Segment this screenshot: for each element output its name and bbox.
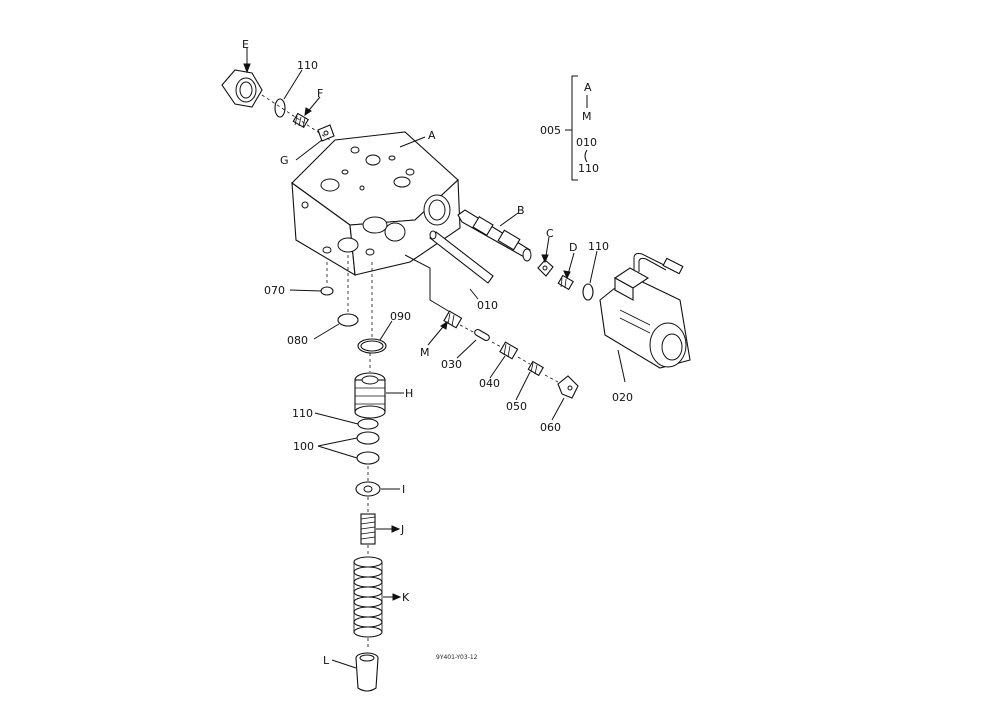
washer-i — [355, 481, 381, 497]
o-ring-110-right — [582, 283, 594, 301]
spring-050 — [527, 360, 544, 377]
plug-e — [221, 69, 263, 108]
valve-h — [354, 372, 386, 419]
rod-010 — [429, 230, 494, 284]
callout-g: G — [280, 154, 289, 167]
pin-g — [317, 124, 335, 142]
callout-l: L — [323, 654, 330, 667]
kit-item-010: 010 — [576, 136, 597, 149]
solenoid-020 — [599, 253, 691, 369]
cup-l — [355, 652, 379, 692]
callout-c: C — [546, 227, 554, 240]
callout-040: 040 — [479, 377, 500, 390]
kit-legend: 005 A M 010 110 — [540, 75, 599, 181]
callout-030: 030 — [441, 358, 462, 371]
callout-080: 080 — [287, 334, 308, 347]
kit-group-label: 005 — [540, 124, 561, 137]
spring-k — [353, 556, 383, 638]
spool-b — [457, 209, 532, 262]
callout-k: K — [402, 591, 410, 604]
cap-060 — [557, 375, 579, 399]
callout-100: 100 — [293, 440, 314, 453]
callout-d: D — [569, 241, 577, 254]
o-ring-110-mid — [357, 418, 379, 430]
callout-010: 010 — [477, 299, 498, 312]
callout-070: 070 — [264, 284, 285, 297]
backup-ring-100-b — [356, 451, 380, 465]
callout-f: F — [317, 87, 323, 100]
callout-labels: E 110 F A G B C D 110 070 010 080 090 M … — [242, 38, 633, 667]
kit-item-m: M — [582, 110, 592, 123]
callout-i: I — [402, 483, 405, 496]
fitting-d — [557, 274, 574, 291]
callout-050: 050 — [506, 400, 527, 413]
o-ring-080 — [337, 313, 359, 327]
washer-c — [537, 259, 554, 277]
fitting-040 — [499, 341, 519, 360]
callout-110-mid: 110 — [292, 407, 313, 420]
pin-030 — [474, 328, 490, 342]
callout-060: 060 — [540, 421, 561, 434]
leader-lines — [243, 48, 626, 669]
callout-e: E — [242, 38, 249, 51]
backup-ring-100-a — [356, 431, 380, 445]
o-ring-070 — [320, 286, 334, 296]
callout-020: 020 — [612, 391, 633, 404]
screw-f — [292, 112, 309, 129]
spring-j — [360, 513, 376, 545]
callout-h: H — [405, 387, 413, 400]
callout-b: B — [517, 204, 525, 217]
callout-110-top: 110 — [297, 59, 318, 72]
callout-090: 090 — [390, 310, 411, 323]
callout-110-right: 110 — [588, 240, 609, 253]
callout-j: J — [400, 523, 404, 536]
kit-item-110: 110 — [578, 162, 599, 175]
valve-body-a — [291, 131, 461, 277]
callout-m: M — [420, 346, 430, 359]
kit-item-a: A — [584, 81, 592, 94]
o-ring-110-top — [274, 98, 286, 118]
drawing-code: 9Y401-Y03-12 — [436, 654, 478, 661]
callout-a: A — [428, 129, 436, 142]
seal-090 — [357, 338, 387, 354]
plug-m — [443, 310, 463, 329]
